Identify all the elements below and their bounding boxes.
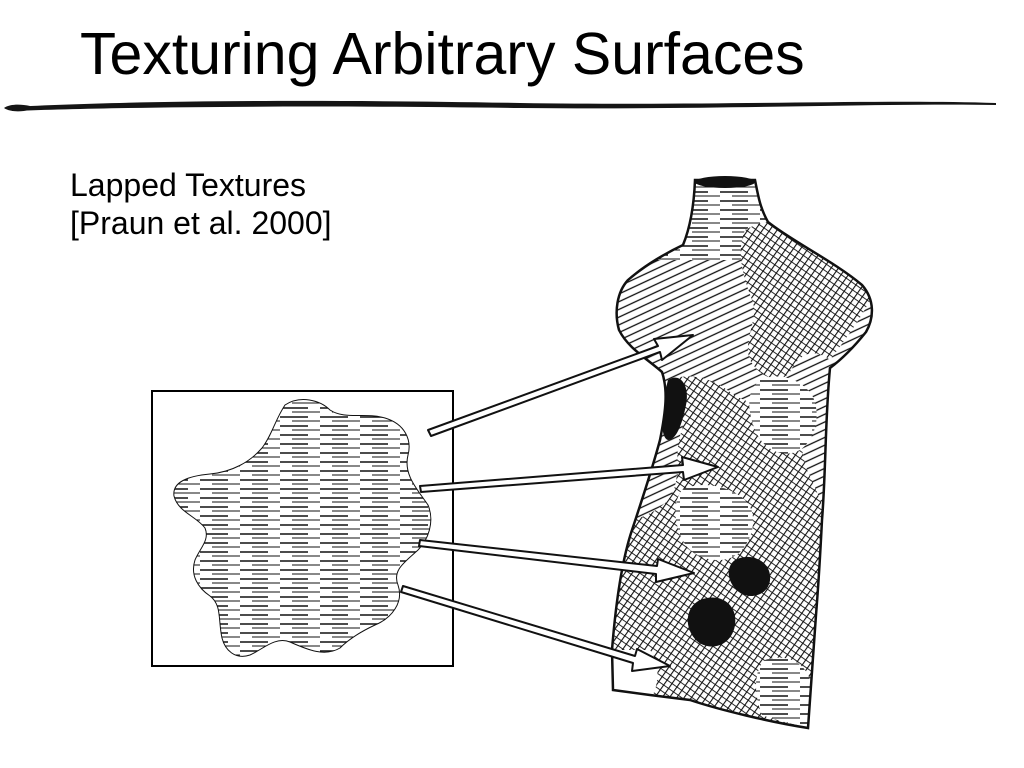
neck-opening <box>695 176 755 188</box>
arrow-2 <box>419 456 719 493</box>
subtitle-line-1: Lapped Textures <box>70 167 307 203</box>
arrow-1 <box>427 334 694 437</box>
subtitle-line-2: [Praun et al. 2000] <box>70 205 332 241</box>
texture-patch-shape <box>173 399 432 657</box>
subtitle: Lapped Textures [Praun et al. 2000] <box>70 166 332 242</box>
arrow-4 <box>400 585 671 672</box>
mapping-arrows <box>400 334 719 672</box>
slide-title: Texturing Arbitrary Surfaces <box>80 21 805 87</box>
title-underline-brush-stroke <box>4 100 996 112</box>
arrow-3 <box>418 539 695 583</box>
